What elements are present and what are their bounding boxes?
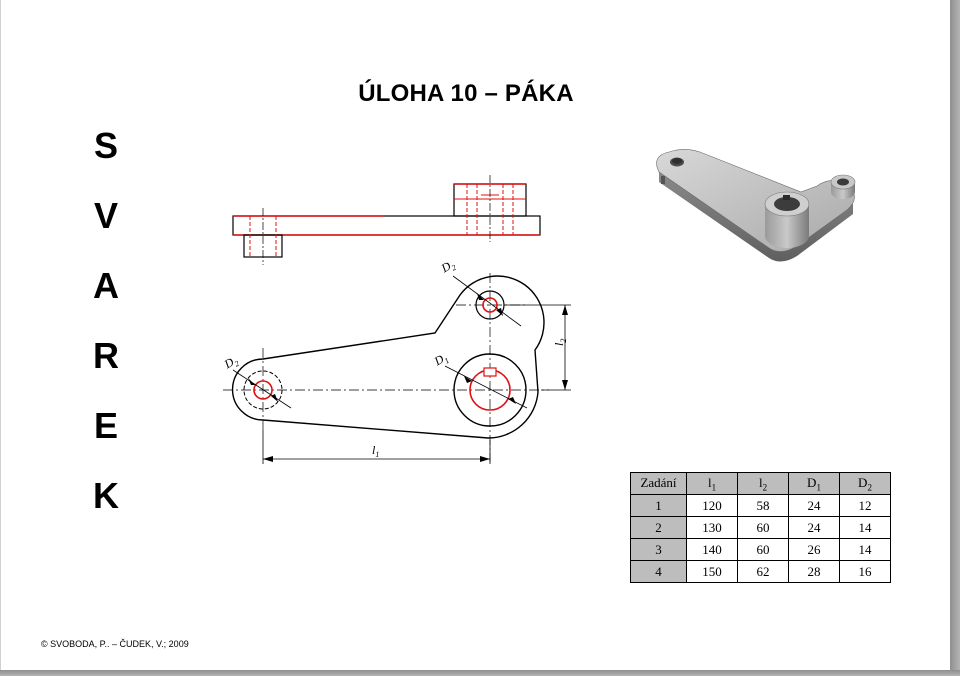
table-row: 4 150 62 28 16	[630, 560, 891, 583]
page-title: ÚLOHA 10 – PÁKA	[358, 80, 574, 107]
column-header: D1	[788, 472, 840, 495]
label-d2-upper: D2	[438, 257, 458, 278]
lever-3d-render	[656, 149, 856, 262]
table-cell: 26	[788, 538, 840, 561]
table-cell: 28	[788, 560, 840, 583]
label-l1: l1	[372, 443, 379, 459]
column-header: D2	[839, 472, 891, 495]
table-cell: 14	[839, 516, 891, 539]
table-cell: 60	[737, 516, 789, 539]
side-view	[232, 175, 541, 265]
front-view	[223, 273, 571, 464]
table-row: 2 130 60 24 14	[630, 516, 891, 539]
table-cell: 24	[788, 494, 840, 517]
vertical-letter: A	[93, 265, 119, 306]
table-cell: 150	[686, 560, 738, 583]
vertical-letter: S	[93, 125, 118, 166]
label-l2: l2	[552, 339, 568, 346]
row-id: 4	[630, 560, 687, 583]
technical-drawing: D2 D2 D1 l1 l2	[221, 175, 571, 464]
column-header: l1	[686, 472, 738, 495]
column-header: l2	[737, 472, 789, 495]
table-cell: 62	[737, 560, 789, 583]
vertical-letter: E	[93, 405, 118, 446]
table-row: 3 140 60 26 14	[630, 538, 891, 561]
copyright-footer: © SVOBODA, P.. – ČUDEK, V.; 2009	[41, 639, 189, 649]
table-cell: 12	[839, 494, 891, 517]
page-shadow-right	[950, 0, 960, 676]
assignment-table: Zadání l1 l2 D1 D2 1 120 58 24 12 2 130 …	[630, 472, 891, 583]
table-cell: 60	[737, 538, 789, 561]
table-cell: 130	[686, 516, 738, 539]
vertical-word: S V A R E K	[81, 122, 131, 542]
row-id: 3	[630, 538, 687, 561]
table-cell: 120	[686, 494, 738, 517]
table-cell: 16	[839, 560, 891, 583]
table-cell: 58	[737, 494, 789, 517]
table-cell: 140	[686, 538, 738, 561]
table-header-row: Zadání l1 l2 D1 D2	[630, 472, 891, 495]
row-id: 2	[630, 516, 687, 539]
table-cell: 14	[839, 538, 891, 561]
table-row: 1 120 58 24 12	[630, 494, 891, 517]
vertical-letter: V	[93, 195, 118, 236]
table-cell: 24	[788, 516, 840, 539]
row-id: 1	[630, 494, 687, 517]
vertical-letter: R	[93, 335, 119, 376]
label-d2-left: D2	[221, 353, 241, 374]
vertical-letter: K	[93, 475, 119, 516]
page-shadow-bottom	[0, 670, 960, 676]
column-header: Zadání	[630, 472, 687, 495]
